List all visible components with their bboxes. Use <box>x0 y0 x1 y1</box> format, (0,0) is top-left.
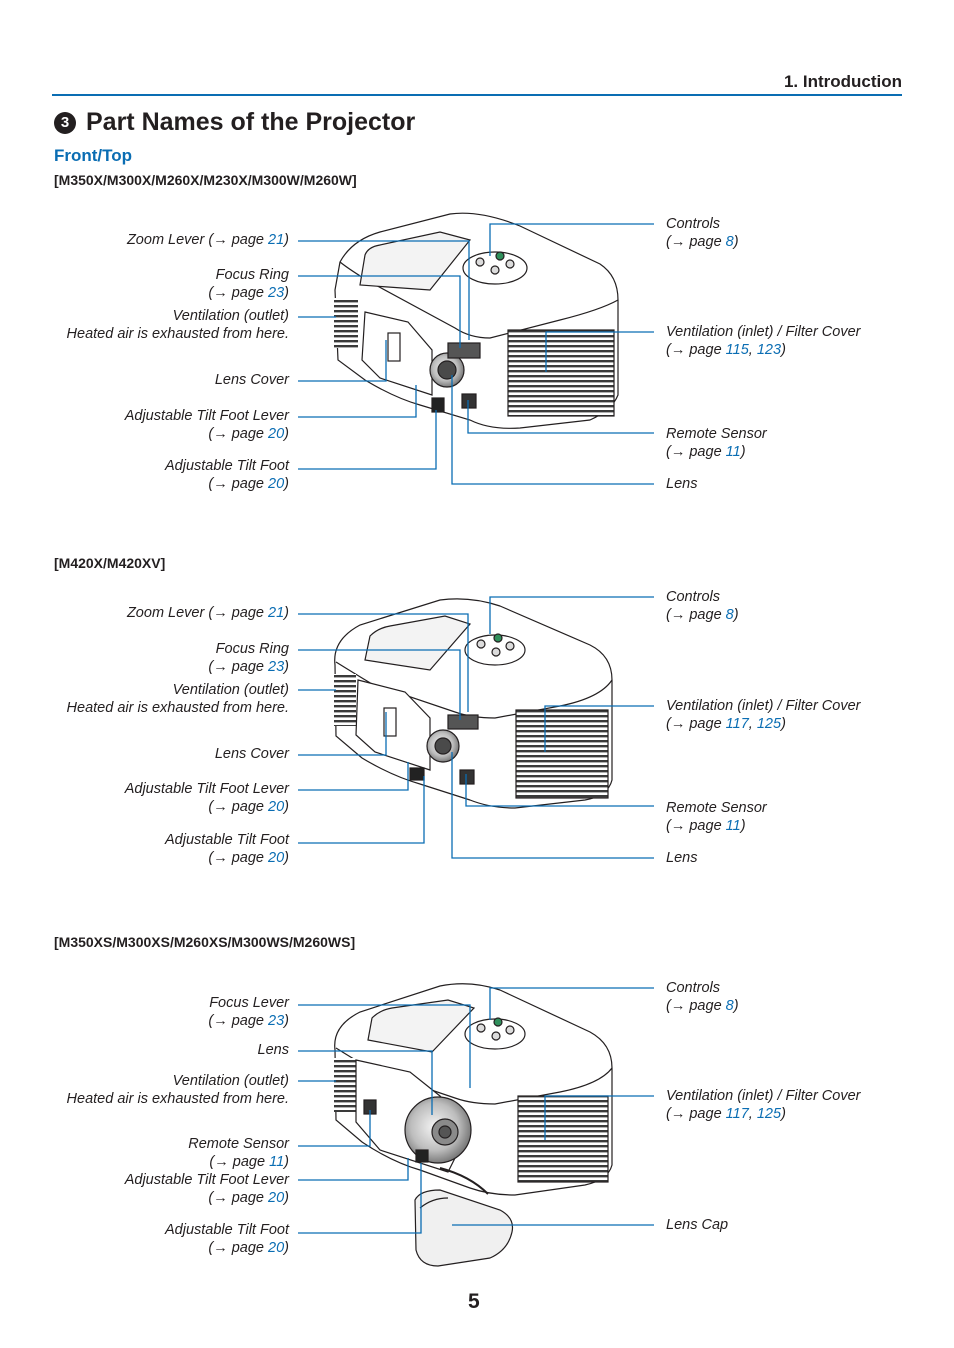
label-ventilation-inlet: Ventilation (inlet) / Filter Cover(→ pag… <box>666 698 861 732</box>
label-tilt-foot-lever: Adjustable Tilt Foot Lever(→ page 20) <box>124 1172 289 1206</box>
page-title-text: Part Names of the Projector <box>86 108 416 136</box>
page-link[interactable]: 125 <box>756 1105 782 1122</box>
page-link[interactable]: 23 <box>268 1012 285 1029</box>
arrow-glyph: → <box>213 1012 228 1029</box>
projector-illustration-3 <box>334 983 613 1267</box>
projector-illustration-1 <box>334 212 619 429</box>
page-link[interactable]: 8 <box>725 997 734 1014</box>
label-tilt-foot: Adjustable Tilt Foot(→ page 20) <box>165 458 289 492</box>
leader-lines-1 <box>298 223 654 485</box>
arrow-glyph: → <box>670 715 686 732</box>
label-focus-ring: Focus Ring(→ page 23) <box>208 267 289 301</box>
label-ventilation-inlet: Ventilation (inlet) / Filter Cover(→ pag… <box>666 324 861 358</box>
label-ventilation-outlet: Ventilation (outlet)Heated air is exhaus… <box>66 1073 289 1107</box>
label-lens-cap: Lens Cap <box>666 1217 729 1233</box>
page-link[interactable]: 20 <box>268 1239 285 1256</box>
label-tilt-foot-lever: Adjustable Tilt Foot Lever(→ page 20) <box>124 781 289 815</box>
arrow-glyph: → <box>213 849 228 866</box>
arrow-glyph: → <box>213 284 228 301</box>
label-lens: Lens <box>666 476 698 492</box>
label-controls: Controls(→ page 8) <box>666 980 739 1014</box>
arrow-glyph: → <box>213 425 228 442</box>
page-link[interactable]: 11 <box>725 443 741 460</box>
arrow-glyph: → <box>670 341 686 358</box>
label-remote-sensor: Remote Sensor(→ page 11) <box>188 1136 289 1170</box>
page-link[interactable]: 11 <box>269 1153 285 1170</box>
label-controls: Controls(→ page 8) <box>666 589 739 623</box>
page-link[interactable]: 23 <box>268 658 285 675</box>
leader-lines-3 <box>298 987 654 1234</box>
page-link[interactable]: 11 <box>725 817 741 834</box>
page-link[interactable]: 20 <box>268 849 285 866</box>
page-link[interactable]: 23 <box>268 284 285 301</box>
arrow-glyph: → <box>670 1105 686 1122</box>
page-link[interactable]: 125 <box>756 715 782 732</box>
label-ventilation-outlet: Ventilation (outlet)Heated air is exhaus… <box>66 308 289 342</box>
arrow-glyph: → <box>213 798 228 815</box>
label-zoom-lever: Zoom Lever (→ page 21) <box>126 232 289 248</box>
page-link[interactable]: 21 <box>268 232 285 248</box>
page-link[interactable]: 20 <box>268 1189 285 1206</box>
arrow-glyph: → <box>213 658 228 675</box>
arrow-glyph: → <box>670 606 686 623</box>
label-focus-ring: Focus Ring(→ page 23) <box>208 641 289 675</box>
label-remote-sensor: Remote Sensor(→ page 11) <box>666 800 767 834</box>
page-title: 3 Part Names of the Projector <box>54 108 415 137</box>
label-lens: Lens <box>257 1042 289 1058</box>
page-number: 5 <box>468 1290 480 1313</box>
label-ventilation-inlet: Ventilation (inlet) / Filter Cover(→ pag… <box>666 1088 861 1122</box>
label-controls: Controls(→ page 8) <box>666 216 739 250</box>
page-link[interactable]: 21 <box>268 605 285 621</box>
label-tilt-foot: Adjustable Tilt Foot(→ page 20) <box>165 1222 289 1256</box>
label-remote-sensor: Remote Sensor(→ page 11) <box>666 426 767 460</box>
page-link[interactable]: 123 <box>756 341 782 358</box>
arrow-glyph: → <box>213 475 228 492</box>
page-link[interactable]: 8 <box>725 606 734 623</box>
arrow-glyph: → <box>213 1239 228 1256</box>
page-link[interactable]: 20 <box>268 425 285 442</box>
page-link[interactable]: 8 <box>725 233 734 250</box>
page-link[interactable]: 20 <box>268 798 285 815</box>
model-heading-3: [M350XS/M300XS/M260XS/M300WS/M260WS] <box>54 934 356 950</box>
arrow-glyph: → <box>214 1153 229 1170</box>
arrow-glyph: → <box>670 997 686 1014</box>
subheading: Front/Top <box>54 146 133 165</box>
model-heading-1: [M350X/M300X/M260X/M230X/M300W/M260W] <box>54 172 357 188</box>
page-link[interactable]: 117 <box>725 1105 749 1122</box>
arrow-glyph: → <box>213 605 228 621</box>
label-lens: Lens <box>666 850 698 866</box>
label-lens-cover: Lens Cover <box>214 372 289 388</box>
arrow-glyph: → <box>213 1189 228 1206</box>
page-link[interactable]: 117 <box>725 715 749 732</box>
section-number-badge: 3 <box>54 111 76 134</box>
label-focus-lever: Focus Lever(→ page 23) <box>208 995 289 1029</box>
section-title: 1. Introduction <box>783 72 902 91</box>
arrow-glyph: → <box>670 443 686 460</box>
leader-lines-2 <box>298 596 654 859</box>
arrow-glyph: → <box>670 817 686 834</box>
projector-illustration-2 <box>334 598 613 809</box>
arrow-glyph: → <box>213 232 228 248</box>
page-link[interactable]: 115 <box>725 341 749 358</box>
header-rule <box>52 94 902 96</box>
label-ventilation-outlet: Ventilation (outlet)Heated air is exhaus… <box>66 682 289 716</box>
label-lens-cover: Lens Cover <box>214 746 289 762</box>
model-heading-2: [M420X/M420XV] <box>54 555 166 571</box>
label-tilt-foot: Adjustable Tilt Foot(→ page 20) <box>165 832 289 866</box>
arrow-glyph: → <box>670 233 686 250</box>
label-zoom-lever: Zoom Lever (→ page 21) <box>126 605 289 621</box>
label-tilt-foot-lever: Adjustable Tilt Foot Lever(→ page 20) <box>124 408 289 442</box>
page-link[interactable]: 20 <box>268 475 285 492</box>
